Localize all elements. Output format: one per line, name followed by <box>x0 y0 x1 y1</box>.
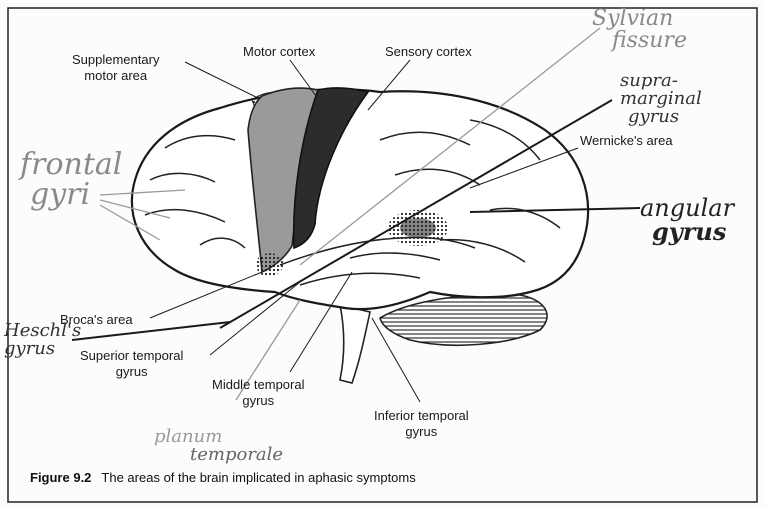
figure-caption: Figure 9.2 The areas of the brain implica… <box>30 470 416 485</box>
label-inferior-temporal-gyrus: Inferior temporal gyrus <box>374 408 469 440</box>
label-sensory-cortex: Sensory cortex <box>385 44 472 60</box>
handwritten-supramarginal-gyrus: supra- marginal gyrus <box>620 72 702 126</box>
handwritten-line: Sylvian <box>592 8 687 30</box>
label-line: motor area <box>72 68 159 84</box>
brain-outline <box>132 89 588 309</box>
brain-stem <box>340 305 370 383</box>
label-line: Inferior temporal <box>374 408 469 424</box>
label-supplementary-motor-area: Supplementary motor area <box>72 52 159 84</box>
handwritten-angular-gyrus: angular gyrus <box>640 196 734 244</box>
handwritten-sylvian-fissure: Sylvian fissure <box>592 8 687 52</box>
label-wernickes-area: Wernicke's area <box>580 133 673 149</box>
caption-text: The areas of the brain implicated in aph… <box>101 470 415 485</box>
label-middle-temporal-gyrus: Middle temporal gyrus <box>212 377 305 409</box>
label-line: gyrus <box>212 393 305 409</box>
handwritten-line: gyrus <box>652 220 734 244</box>
handwritten-frontal-gyri: frontal gyri <box>20 150 122 210</box>
label-line: gyrus <box>80 364 183 380</box>
label-superior-temporal-gyrus: Superior temporal gyrus <box>80 348 183 380</box>
handwritten-planum-temporale: planum temporale <box>154 428 283 464</box>
handwritten-line: temporale <box>190 446 283 464</box>
figure-number: Figure 9.2 <box>30 470 91 485</box>
handwritten-line: gyrus <box>4 340 81 358</box>
handwritten-line: gyri <box>30 180 122 210</box>
label-line: Supplementary <box>72 52 159 68</box>
handwritten-line: fissure <box>612 30 687 52</box>
label-line: gyrus <box>374 424 469 440</box>
label-line: Superior temporal <box>80 348 183 364</box>
label-motor-cortex: Motor cortex <box>243 44 315 60</box>
handwritten-heschls-gyrus: Heschl's gyrus <box>4 322 81 358</box>
handwritten-line: gyrus <box>628 108 702 126</box>
handwritten-line: frontal <box>20 150 122 180</box>
label-line: Middle temporal <box>212 377 305 393</box>
